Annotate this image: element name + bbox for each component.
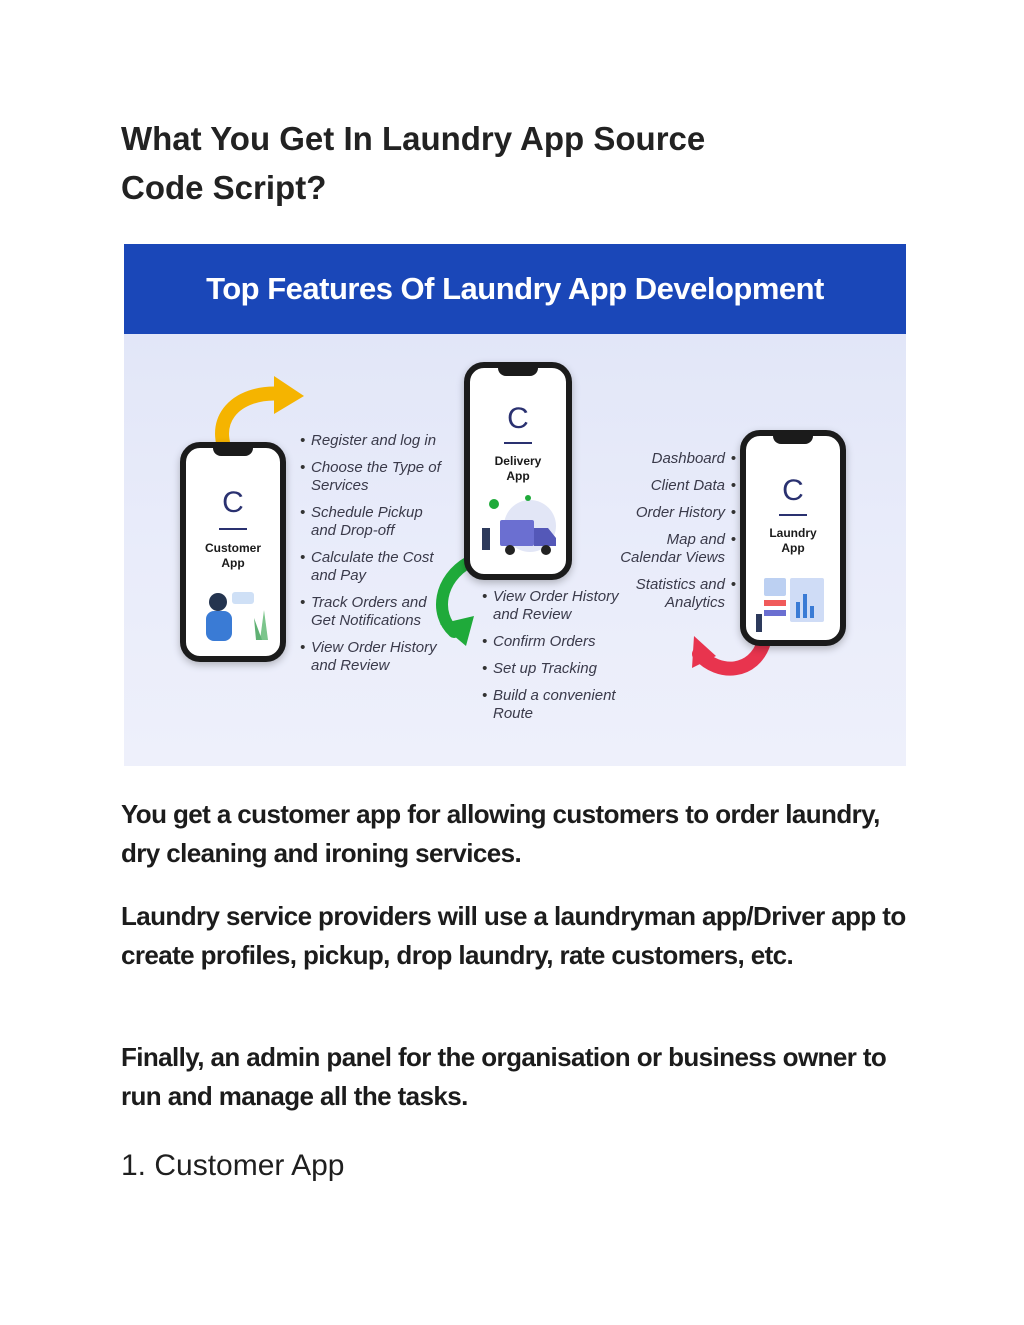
feature-item: Map and Calendar Views xyxy=(602,531,736,567)
laundry-app-label: Laundry App xyxy=(746,526,840,556)
delivery-app-label: Delivery App xyxy=(470,454,566,484)
feature-item: Track Orders and Get Notifications xyxy=(300,594,450,630)
logo-underline xyxy=(504,442,532,444)
delivery-app-phone: C Delivery App xyxy=(464,362,572,580)
app-logo: C xyxy=(507,402,529,435)
phone-notch xyxy=(773,435,813,444)
feature-item: Statistics and Analytics xyxy=(602,576,736,612)
features-infographic: Top Features Of Laundry App Development … xyxy=(124,244,906,766)
feature-item: Set up Tracking xyxy=(482,660,622,678)
customer-app-phone: C Customer App xyxy=(180,442,286,662)
app-label-line: Laundry xyxy=(769,526,817,540)
feature-item: View Order History and Review xyxy=(482,588,622,624)
app-label-line: Customer xyxy=(204,541,261,555)
phone-notch xyxy=(213,447,253,456)
phone-notch xyxy=(498,367,538,376)
woman-with-phone-illustration xyxy=(206,592,268,641)
dashboard-illustration xyxy=(756,578,824,632)
feature-item: Register and log in xyxy=(300,432,450,450)
page-title: What You Get In Laundry App Source Code … xyxy=(121,120,706,206)
feature-item: Confirm Orders xyxy=(482,633,622,651)
infographic-banner: Top Features Of Laundry App Development xyxy=(124,244,906,334)
paragraph-customer-app: You get a customer app for allowing cust… xyxy=(121,799,880,868)
logo-underline xyxy=(219,528,247,530)
section-heading: 1. Customer App xyxy=(121,1149,345,1182)
app-label-line: App xyxy=(506,469,530,483)
paragraph-provider-app: Laundry service providers will use a lau… xyxy=(121,901,906,970)
delivery-app-features: View Order History and Review Confirm Or… xyxy=(482,588,622,732)
feature-item: Choose the Type of Services xyxy=(300,459,450,495)
logo-underline xyxy=(779,514,807,516)
feature-item: Calculate the Cost and Pay xyxy=(300,549,450,585)
customer-app-features: Register and log in Choose the Type of S… xyxy=(300,432,450,684)
feature-item: Dashboard xyxy=(602,450,736,468)
laundry-app-phone: C Laundry App xyxy=(740,430,846,646)
paragraph-admin-panel: Finally, an admin panel for the organisa… xyxy=(121,1042,887,1111)
feature-item: View Order History and Review xyxy=(300,639,450,675)
laundry-app-features: Dashboard Client Data Order History Map … xyxy=(602,450,736,621)
customer-app-label: Customer App xyxy=(186,541,280,571)
app-label-line: App xyxy=(781,541,805,555)
feature-item: Schedule Pickup and Drop-off xyxy=(300,504,450,540)
app-logo: C xyxy=(782,474,804,507)
app-logo: C xyxy=(222,486,244,519)
feature-item: Client Data xyxy=(602,477,736,495)
app-label-line: Delivery xyxy=(494,454,542,468)
app-label-line: App xyxy=(221,556,245,570)
feature-item: Build a convenient Route xyxy=(482,687,622,723)
feature-item: Order History xyxy=(602,504,736,522)
delivery-van-illustration xyxy=(482,495,556,555)
